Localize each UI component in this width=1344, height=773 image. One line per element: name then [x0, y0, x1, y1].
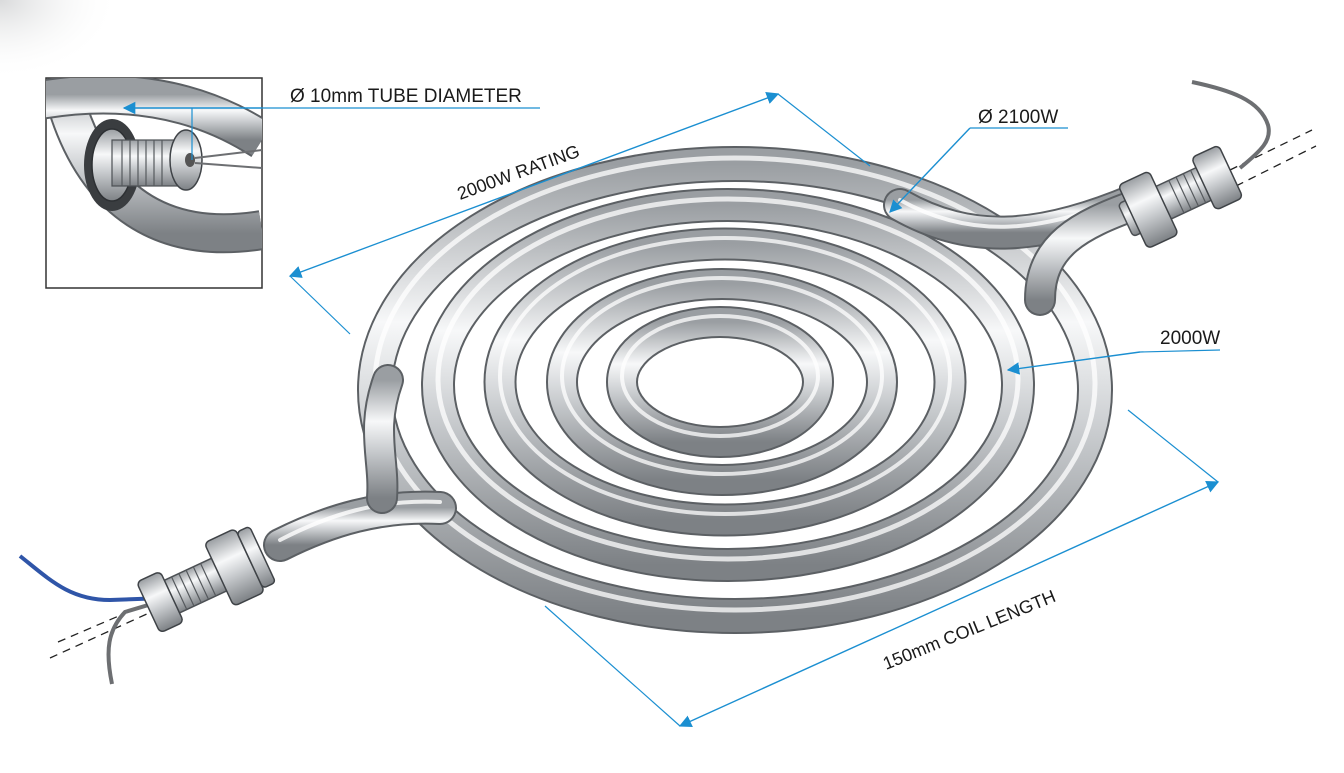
right-nut-inner — [1118, 171, 1178, 248]
gray-wire — [106, 598, 166, 685]
right-terminal — [1118, 80, 1271, 248]
blue-wire — [18, 554, 166, 603]
right-nut-outer — [1192, 145, 1243, 210]
power-top-label: Ø 2100W — [978, 107, 1058, 128]
detail-inset — [45, 77, 263, 289]
ring-4 — [546, 268, 898, 496]
rating-dimension — [288, 92, 780, 278]
corner-shadow — [0, 0, 120, 80]
power-top-leader — [889, 127, 971, 213]
right-tube-leg — [883, 183, 1152, 316]
right-wire — [1191, 80, 1271, 170]
left-nut-outer — [137, 572, 183, 633]
tube-diameter-label: Ø 10mm TUBE DIAMETER — [290, 86, 522, 107]
inner-ring — [606, 306, 834, 458]
dimension-lines — [122, 92, 1221, 728]
left-terminal — [18, 526, 276, 685]
power-right-label: 2000W — [1160, 328, 1220, 349]
left-tube-leg — [263, 364, 457, 562]
coil-length-dimension — [678, 480, 1220, 728]
power-right-leader — [1006, 351, 1141, 375]
